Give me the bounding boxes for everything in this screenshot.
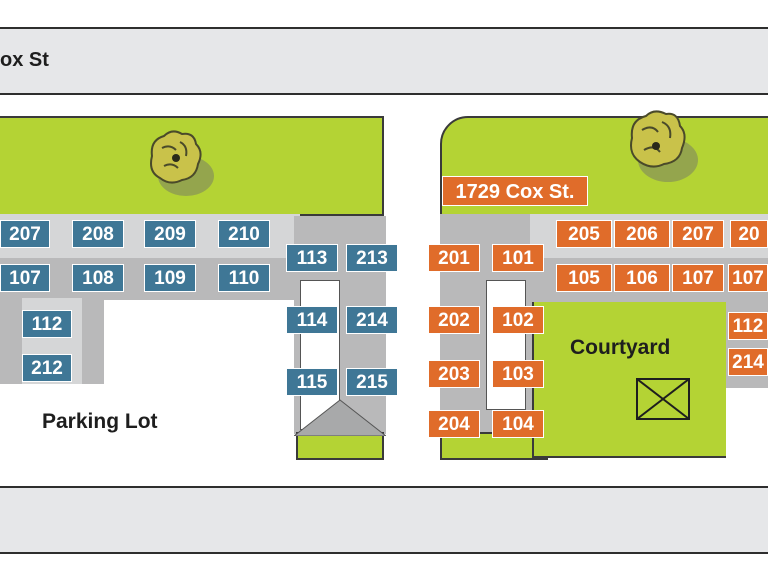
- unit-209[interactable]: 209: [144, 220, 196, 248]
- unit-101[interactable]: 101: [492, 244, 544, 272]
- unit-214-right[interactable]: 214: [728, 348, 768, 376]
- left-tower-lawn: [296, 432, 384, 460]
- courtyard-lawn: [532, 302, 726, 458]
- unit-104[interactable]: 104: [492, 410, 544, 438]
- tree-icon: [630, 110, 698, 182]
- unit-110[interactable]: 110: [218, 264, 270, 292]
- unit-207-right[interactable]: 207: [672, 220, 724, 248]
- unit-103[interactable]: 103: [492, 360, 544, 388]
- right-tower-stair: [486, 280, 526, 410]
- unit-107-left[interactable]: 107: [0, 264, 50, 292]
- unit-20-partial[interactable]: 20: [730, 220, 768, 248]
- unit-206[interactable]: 206: [614, 220, 670, 248]
- unit-113[interactable]: 113: [286, 244, 338, 272]
- tree-icon: [150, 130, 214, 196]
- street-label-cox: ox St: [0, 49, 49, 71]
- unit-205[interactable]: 205: [556, 220, 612, 248]
- unit-112-right[interactable]: 112: [728, 312, 768, 340]
- unit-109[interactable]: 109: [144, 264, 196, 292]
- unit-108[interactable]: 108: [72, 264, 124, 292]
- unit-215[interactable]: 215: [346, 368, 398, 396]
- unit-214-left[interactable]: 214: [346, 306, 398, 334]
- unit-114[interactable]: 114: [286, 306, 338, 334]
- unit-201[interactable]: 201: [428, 244, 480, 272]
- bottom-street: [0, 486, 768, 554]
- left-tower-roof-triangle: [294, 399, 386, 436]
- unit-210[interactable]: 210: [218, 220, 270, 248]
- unit-102[interactable]: 102: [492, 306, 544, 334]
- unit-106[interactable]: 106: [614, 264, 670, 292]
- unit-207-left[interactable]: 207: [0, 220, 50, 248]
- unit-203[interactable]: 203: [428, 360, 480, 388]
- parking-lot-label: Parking Lot: [42, 410, 158, 433]
- unit-204[interactable]: 204: [428, 410, 480, 438]
- unit-105[interactable]: 105: [556, 264, 612, 292]
- unit-107-right[interactable]: 107: [672, 264, 724, 292]
- unit-112-left[interactable]: 112: [22, 310, 72, 338]
- address-label: 1729 Cox St.: [442, 176, 588, 206]
- courtyard-label: Courtyard: [570, 336, 671, 359]
- unit-212[interactable]: 212: [22, 354, 72, 382]
- top-street: ox St: [0, 27, 768, 95]
- courtyard-box-icon: [636, 378, 690, 420]
- unit-107-partial[interactable]: 107: [728, 264, 768, 292]
- unit-202[interactable]: 202: [428, 306, 480, 334]
- unit-213[interactable]: 213: [346, 244, 398, 272]
- unit-208[interactable]: 208: [72, 220, 124, 248]
- unit-115[interactable]: 115: [286, 368, 338, 396]
